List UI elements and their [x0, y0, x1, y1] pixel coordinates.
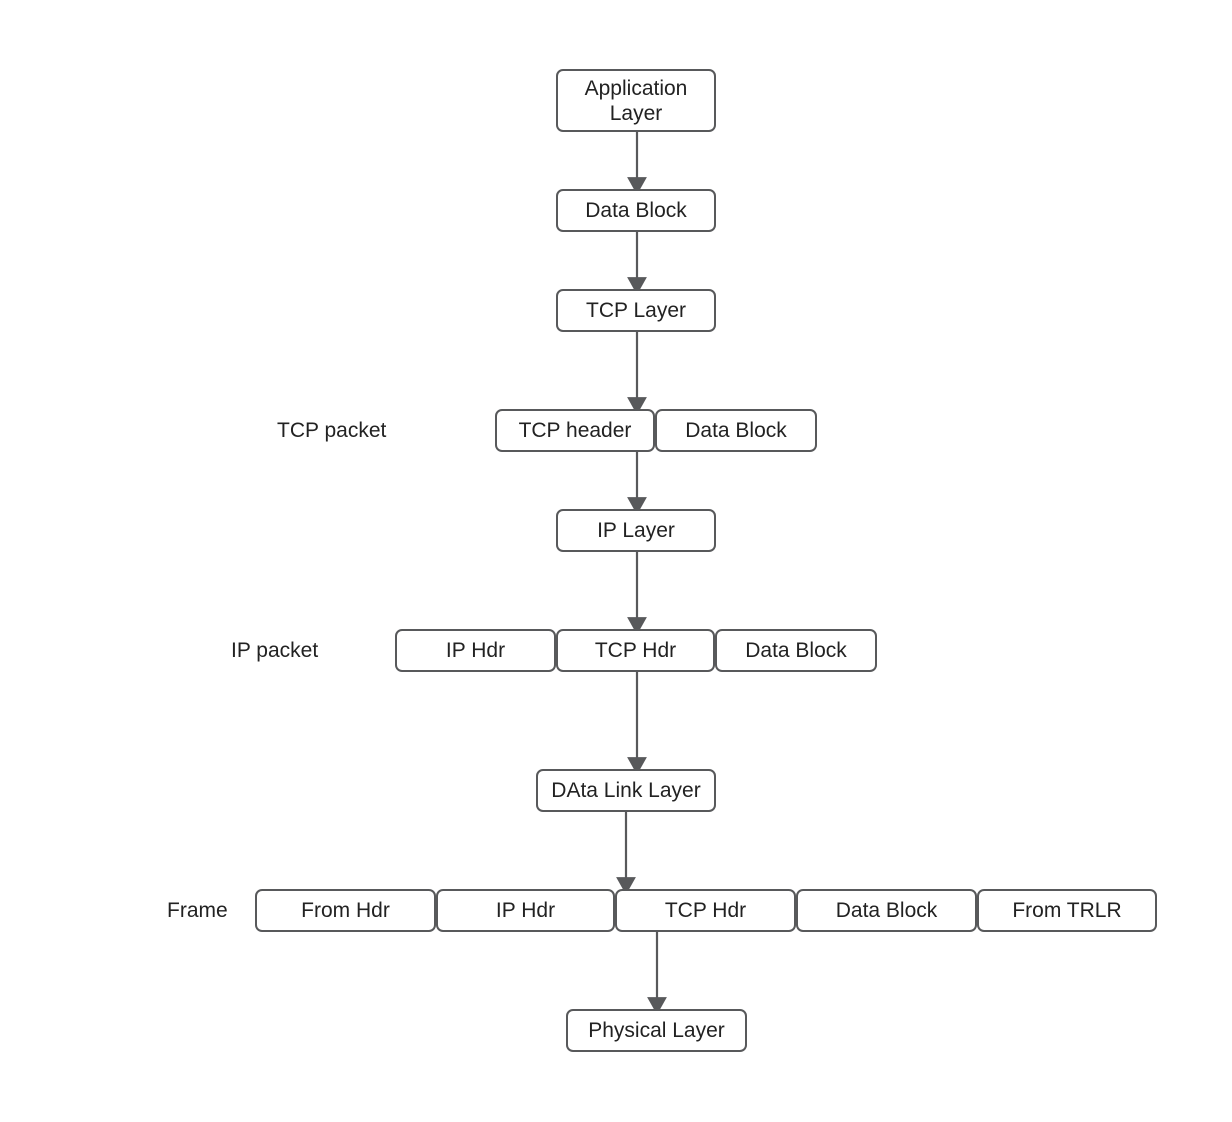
- node-tcp-layer[interactable]: TCP Layer: [556, 289, 716, 332]
- node-data-link-layer[interactable]: DAta Link Layer: [536, 769, 716, 812]
- node-application-layer[interactable]: Application Layer: [556, 69, 716, 132]
- packet-cell[interactable]: From Hdr: [255, 889, 436, 932]
- packet-cell[interactable]: From TRLR: [977, 889, 1157, 932]
- node-data-block[interactable]: Data Block: [556, 189, 716, 232]
- row-label-frame: Frame: [167, 899, 228, 922]
- node-physical-layer[interactable]: Physical Layer: [566, 1009, 747, 1052]
- packet-cell[interactable]: IP Hdr: [436, 889, 615, 932]
- packet-cell[interactable]: TCP Hdr: [556, 629, 715, 672]
- packet-cell[interactable]: Data Block: [796, 889, 977, 932]
- packet-cell[interactable]: Data Block: [655, 409, 817, 452]
- packet-cell[interactable]: Data Block: [715, 629, 877, 672]
- node-ip-layer[interactable]: IP Layer: [556, 509, 716, 552]
- packet-cell[interactable]: IP Hdr: [395, 629, 556, 672]
- row-label-tcp-packet: TCP packet: [277, 419, 387, 442]
- packet-cell[interactable]: TCP Hdr: [615, 889, 796, 932]
- row-label-ip-packet: IP packet: [231, 639, 319, 662]
- packet-cell[interactable]: TCP header: [495, 409, 655, 452]
